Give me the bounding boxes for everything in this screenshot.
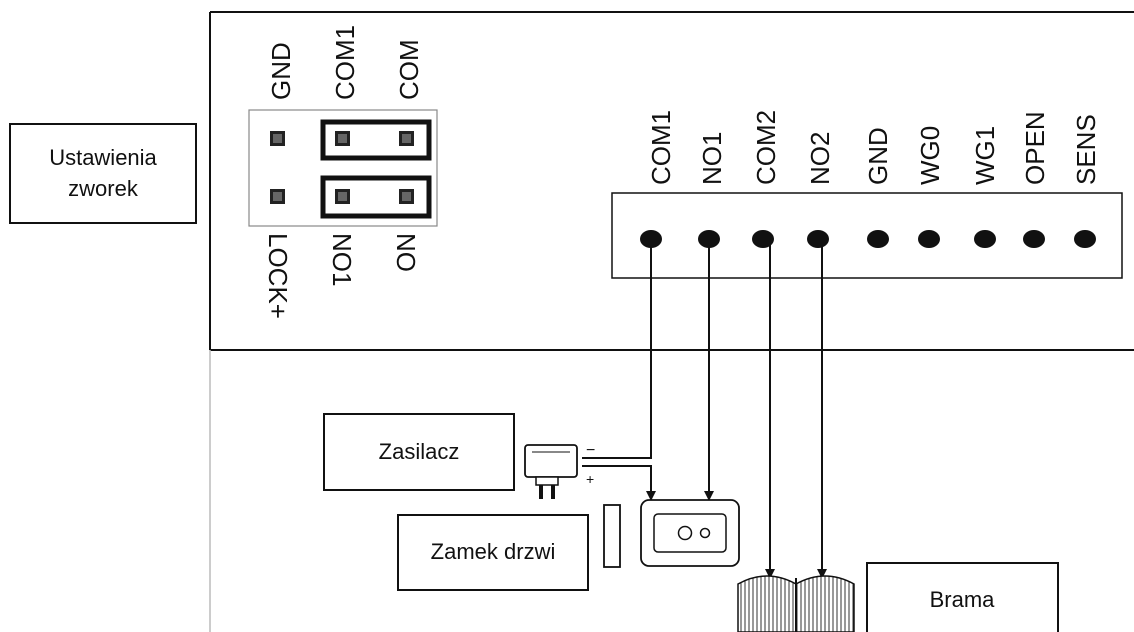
terminal-screw-gnd (867, 230, 889, 248)
jumper-pin-com (399, 131, 414, 146)
psu-plus-sign: + (586, 471, 594, 487)
door-lock-callout: Zamek drzwi (397, 514, 589, 591)
power-supply-label: Zasilacz (379, 439, 460, 464)
gate-icon (737, 575, 855, 632)
wire-psu-plus (582, 465, 656, 501)
power-adapter-icon: − + (524, 442, 595, 499)
psu-minus-sign: − (586, 442, 595, 459)
terminal-label-wg1: WG1 (970, 126, 1000, 185)
terminal-label-com1: COM1 (646, 110, 676, 185)
terminal-screw-no2 (807, 230, 829, 248)
terminal-screw-com2 (752, 230, 774, 248)
power-supply-callout: Zasilacz (323, 413, 515, 491)
jumper-settings-label-line2: zworek (68, 176, 139, 201)
wire-com1 (582, 239, 652, 459)
terminal-screw-sens (1074, 230, 1096, 248)
jumper-pin-no1 (335, 189, 350, 204)
terminal-label-gnd: GND (863, 127, 893, 185)
jumper-label-no1: NO1 (327, 233, 357, 286)
terminal-label-wg0: WG0 (915, 126, 945, 185)
terminal-label-no1: NO1 (697, 132, 727, 185)
door-lock-icon (603, 499, 740, 568)
jumper-pin-lock (270, 189, 285, 204)
terminal-label-sens: SENS (1071, 114, 1101, 185)
jumper-pin-gnd (270, 131, 285, 146)
jumper-label-com: COM (394, 39, 424, 100)
jumper-settings-callout: Ustawienia zworek (9, 123, 197, 224)
jumper-settings-label-line1: Ustawienia (49, 145, 157, 170)
jumper-pin-com1 (335, 131, 350, 146)
wires (582, 239, 827, 579)
gate-callout: Brama (866, 562, 1059, 632)
jumper-label-com1: COM1 (330, 25, 360, 100)
terminal-block: COM1 NO1 COM2 NO2 GND WG0 WG1 OPEN SENS (611, 110, 1123, 279)
jumper-label-gnd: GND (266, 42, 296, 100)
terminal-label-no2: NO2 (805, 132, 835, 185)
jumper-label-no: NO (391, 233, 421, 272)
jumper-block: GND COM1 COM LOCK+ (248, 25, 438, 319)
terminal-screw-wg1 (974, 230, 996, 248)
door-lock-label: Zamek drzwi (431, 539, 556, 564)
terminal-label-open: OPEN (1020, 111, 1050, 185)
terminal-label-com2: COM2 (751, 110, 781, 185)
controller-housing (209, 11, 1134, 632)
jumper-cap-top (320, 119, 432, 161)
jumper-cap-bottom (320, 175, 432, 219)
terminal-screw-open (1023, 230, 1045, 248)
jumper-label-lock-plus: LOCK+ (263, 233, 293, 319)
gate-label: Brama (930, 587, 996, 612)
terminal-screw-wg0 (918, 230, 940, 248)
jumper-pin-no (399, 189, 414, 204)
